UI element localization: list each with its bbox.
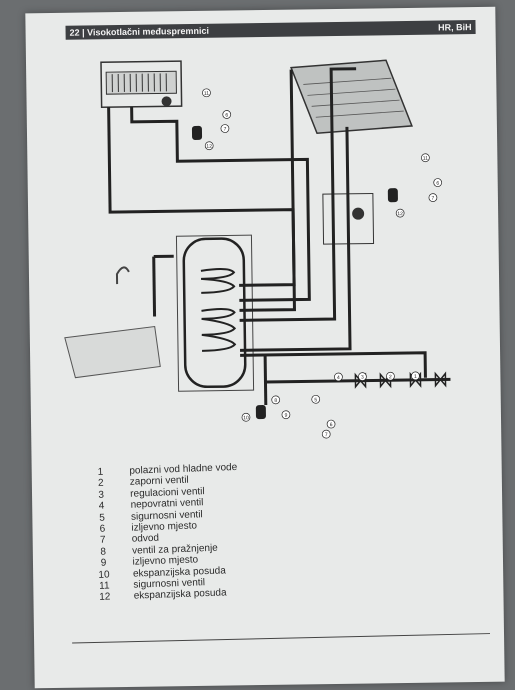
callout-12-solar: 12 [397,211,403,217]
callout-7-boiler: 7 [224,127,227,133]
callout-11-solar: 11 [423,156,428,162]
storage-tank [175,234,255,392]
document-page: 22 | Visokotlačni međuspremnici HR, BiH [25,6,505,689]
callout-8: 8 [274,398,277,404]
wash-basin [64,266,161,379]
boiler-unit [100,60,183,109]
callout-6-boiler: 6 [225,112,228,118]
solar-pump-icon [352,207,365,220]
expansion-vessels [191,125,398,420]
callout-7: 7 [325,432,328,438]
callout-1: 1 [414,374,417,380]
callout-4: 4 [337,375,340,381]
footer-divider [72,633,491,644]
callout-9: 9 [285,413,288,419]
callout-10: 10 [243,415,249,421]
callout-12: 12 [206,144,212,150]
solar-collector [290,59,413,135]
callout-5: 5 [314,397,317,403]
callout-2: 2 [389,374,392,380]
callout-6: 6 [330,422,333,428]
callout-7-solar: 7 [432,196,435,202]
pipe-network [107,67,451,406]
callout-11: 11 [204,91,209,97]
plumbing-diagram: 1 2 3 4 5 6 7 8 9 10 11 12 11 6 [64,59,451,439]
callout-3: 3 [361,375,364,381]
callout-6-solar: 6 [436,181,439,187]
